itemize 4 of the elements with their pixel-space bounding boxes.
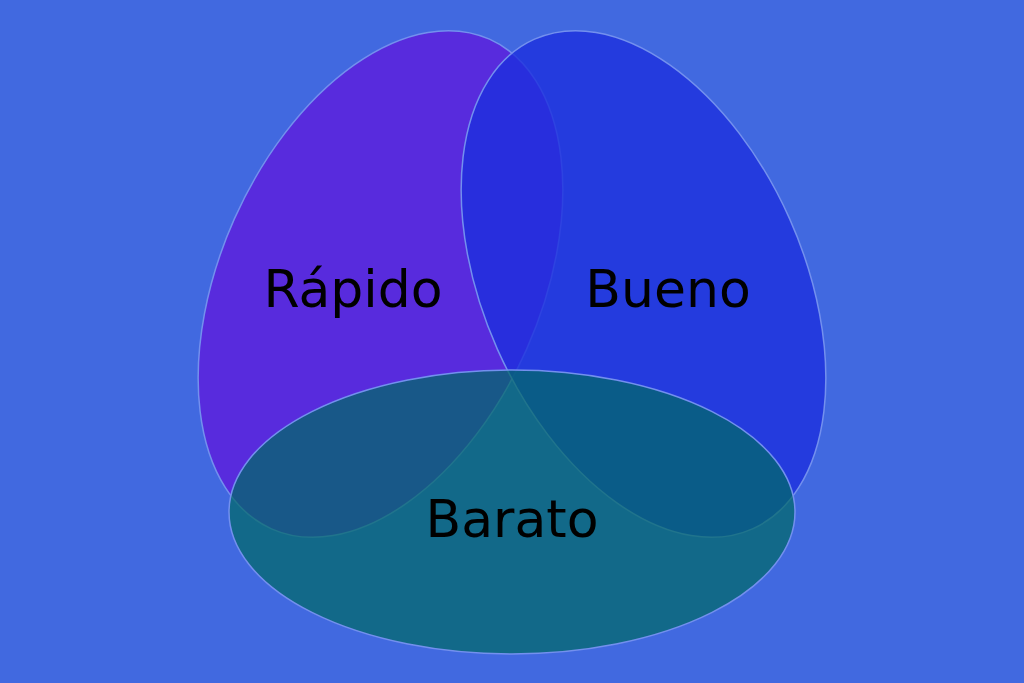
set-label: Bueno [585,261,751,319]
set-label: Rápido [263,261,443,319]
set-ellipse [229,370,795,654]
set-label: Barato [425,491,599,549]
